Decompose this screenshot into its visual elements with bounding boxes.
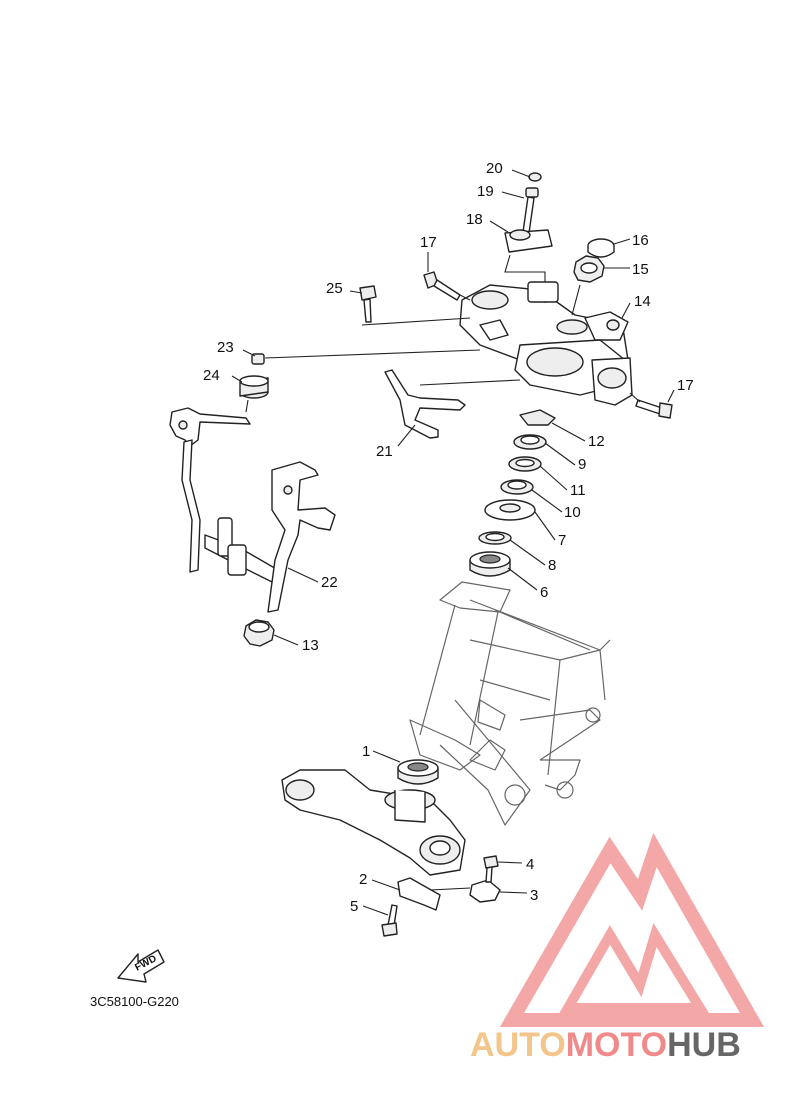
leader-lines bbox=[231, 169, 675, 916]
callout-24: 24 bbox=[203, 367, 220, 384]
part-22-stay[interactable] bbox=[169, 407, 336, 613]
part-19-bolt[interactable] bbox=[522, 187, 539, 234]
callout-1: 1 bbox=[362, 743, 370, 760]
part-20-cap[interactable] bbox=[528, 172, 542, 182]
watermark-text: AUTOMOTOHUB bbox=[470, 1026, 741, 1064]
part-14-upper-bracket[interactable] bbox=[459, 281, 633, 406]
callout-5: 5 bbox=[350, 898, 358, 915]
part-17-bolt-left[interactable] bbox=[423, 271, 461, 301]
callout-3: 3 bbox=[530, 887, 538, 904]
callout-2: 2 bbox=[359, 871, 367, 888]
part-15-nut[interactable] bbox=[573, 255, 605, 283]
part-1-bearing[interactable] bbox=[397, 759, 439, 785]
callout-20: 20 bbox=[486, 160, 503, 177]
callout-7: 7 bbox=[558, 532, 566, 549]
frame-outline bbox=[409, 581, 611, 826]
callout-14: 14 bbox=[634, 293, 651, 310]
part-6-bearing[interactable] bbox=[469, 551, 511, 577]
watermark-moto: MOTO bbox=[566, 1026, 667, 1064]
part-9-ring-nut[interactable] bbox=[513, 434, 547, 450]
callout-23: 23 bbox=[217, 339, 234, 356]
callout-17-right: 17 bbox=[677, 377, 694, 394]
callout-6: 6 bbox=[540, 584, 548, 601]
callout-10: 10 bbox=[564, 504, 581, 521]
watermark-hub: HUB bbox=[667, 1026, 741, 1064]
callout-8: 8 bbox=[548, 557, 556, 574]
callout-22: 22 bbox=[321, 574, 338, 591]
part-4-bolt[interactable] bbox=[483, 855, 499, 883]
callout-9: 9 bbox=[578, 456, 586, 473]
callout-13: 13 bbox=[302, 637, 319, 654]
part-2-clamp[interactable] bbox=[397, 877, 441, 911]
part-21-bracket[interactable] bbox=[384, 369, 466, 439]
lower-bracket[interactable] bbox=[281, 769, 466, 876]
part-5-bolt[interactable] bbox=[381, 904, 398, 937]
part-8-seal[interactable] bbox=[478, 531, 512, 545]
drawing-code: 3C58100-G220 bbox=[90, 994, 179, 1009]
part-17-bolt-right[interactable] bbox=[635, 399, 673, 419]
callout-11: 11 bbox=[570, 482, 586, 499]
callout-16: 16 bbox=[632, 232, 649, 249]
part-12-lock-washer[interactable] bbox=[519, 409, 556, 426]
part-23-cap[interactable] bbox=[251, 353, 265, 365]
callout-labels: 1 2 3 4 5 6 7 8 9 10 11 12 13 14 15 16 1… bbox=[90, 160, 694, 1009]
callout-17-left: 17 bbox=[420, 234, 437, 251]
callout-21: 21 bbox=[376, 443, 393, 460]
part-3-clamp[interactable] bbox=[469, 879, 501, 903]
callout-15: 15 bbox=[632, 261, 649, 278]
part-25-bolt[interactable] bbox=[359, 285, 377, 323]
part-18-holder[interactable] bbox=[504, 229, 553, 253]
callout-25: 25 bbox=[326, 280, 343, 297]
callout-18: 18 bbox=[466, 211, 483, 228]
part-16-cap[interactable] bbox=[587, 238, 615, 258]
callout-12: 12 bbox=[588, 433, 605, 450]
watermark-auto: AUTO bbox=[470, 1026, 566, 1064]
part-11-washer[interactable] bbox=[508, 456, 542, 472]
watermark-logo bbox=[499, 832, 765, 1027]
callout-19: 19 bbox=[477, 183, 494, 200]
fwd-arrow-icon: FWD bbox=[117, 949, 165, 983]
part-13-nut[interactable] bbox=[243, 619, 275, 647]
callout-4: 4 bbox=[526, 856, 534, 873]
part-10-ring-nut[interactable] bbox=[500, 479, 534, 495]
part-7-cover[interactable] bbox=[484, 499, 536, 521]
part-24-grommet[interactable] bbox=[239, 375, 269, 399]
